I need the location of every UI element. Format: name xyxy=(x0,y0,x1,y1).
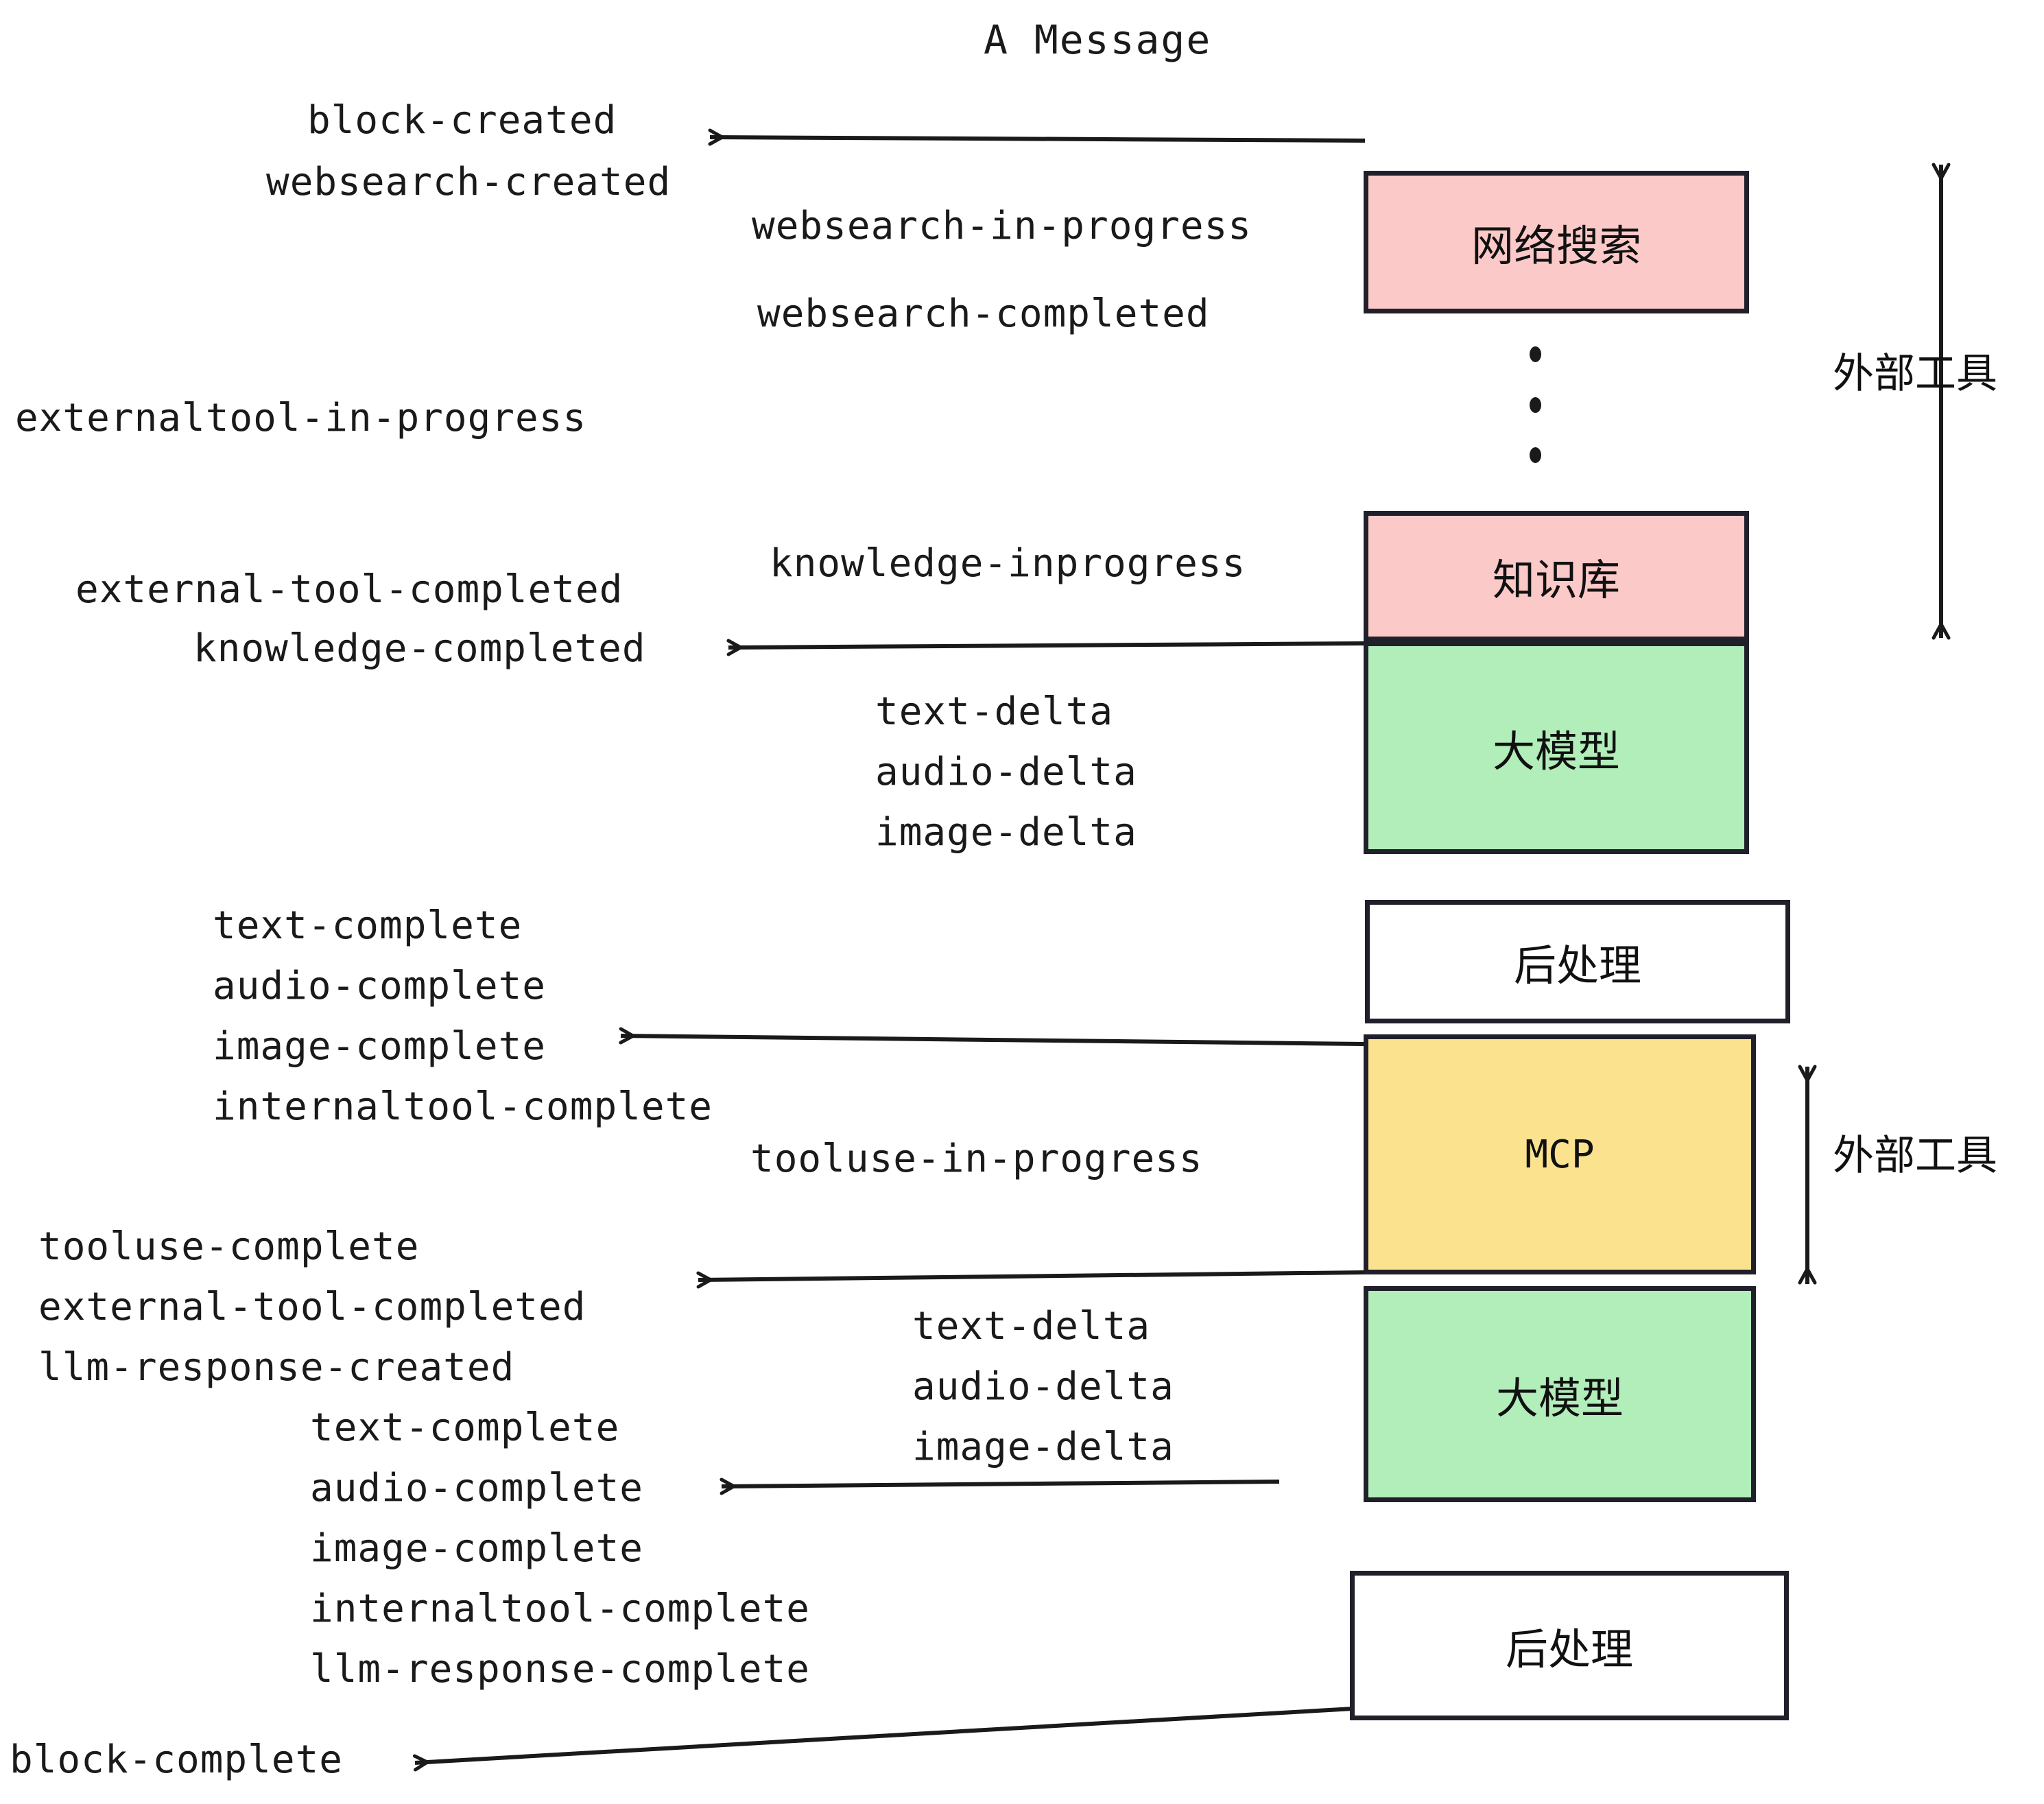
event-websearch-in-progress: websearch-in-progress xyxy=(752,204,1252,248)
event-knowledge-completed: knowledge-completed xyxy=(193,626,646,671)
diagram-title: A Message xyxy=(984,16,1212,63)
arrow-websearch-to-block-created xyxy=(708,128,1366,146)
box-llm-bottom-label: 大模型 xyxy=(1495,1373,1624,1423)
arrow-postprocess-to-block-complete xyxy=(412,1706,1366,1772)
box-knowledge: 知识库 xyxy=(1364,511,1749,641)
event-block-created: block-created xyxy=(307,98,617,143)
event-audio-complete-1: audio-complete xyxy=(213,964,547,1008)
event-text-complete-1: text-complete xyxy=(213,903,523,948)
event-image-complete-2: image-complete xyxy=(310,1526,644,1571)
event-audio-complete-2: audio-complete xyxy=(310,1466,644,1510)
box-websearch-label: 网络搜索 xyxy=(1471,221,1641,271)
event-external-tool-completed-1: external-tool-completed xyxy=(75,567,623,612)
event-internaltool-complete-2: internaltool-complete xyxy=(310,1587,811,1631)
event-internaltool-complete-1: internaltool-complete xyxy=(213,1084,713,1129)
side-label-external-tool-top: 外部工具 xyxy=(1833,350,1997,398)
event-block-complete: block-complete xyxy=(10,1737,344,1782)
event-image-delta-1: image-delta xyxy=(875,810,1137,855)
event-text-delta-2: text-delta xyxy=(912,1304,1151,1349)
arrow-llm-to-audio-complete xyxy=(720,1477,1280,1495)
box-llm-top-label: 大模型 xyxy=(1492,726,1620,776)
event-llm-response-created: llm-response-created xyxy=(38,1345,515,1390)
event-external-tool-completed-2: external-tool-completed xyxy=(38,1285,586,1329)
vertical-ellipsis xyxy=(1528,346,1542,463)
box-postprocess-bottom: 后处理 xyxy=(1350,1571,1789,1720)
event-websearch-created: websearch-created xyxy=(266,160,672,204)
box-postprocess-bottom-label: 后处理 xyxy=(1505,1624,1633,1674)
arrow-mcp-to-tooluse-complete xyxy=(696,1270,1364,1289)
box-mcp-label: MCP xyxy=(1525,1132,1595,1177)
box-websearch: 网络搜索 xyxy=(1364,171,1749,313)
box-mcp: MCP xyxy=(1364,1034,1756,1274)
side-label-external-tool-bottom: 外部工具 xyxy=(1833,1132,1997,1180)
box-llm-top: 大模型 xyxy=(1364,641,1749,854)
event-image-delta-2: image-delta xyxy=(912,1425,1174,1469)
event-externaltool-in-progress: externaltool-in-progress xyxy=(15,396,587,440)
event-tooluse-complete: tooluse-complete xyxy=(38,1224,420,1269)
box-llm-bottom: 大模型 xyxy=(1364,1286,1756,1502)
arrow-knowledge-to-completed xyxy=(726,639,1364,656)
event-audio-delta-2: audio-delta xyxy=(912,1364,1174,1409)
box-knowledge-label: 知识库 xyxy=(1492,555,1620,605)
box-postprocess-top-label: 后处理 xyxy=(1513,940,1641,990)
event-websearch-completed: websearch-completed xyxy=(757,292,1210,336)
event-audio-delta-1: audio-delta xyxy=(875,750,1137,794)
box-postprocess-top: 后处理 xyxy=(1365,900,1790,1023)
event-tooluse-in-progress: tooluse-in-progress xyxy=(750,1137,1203,1181)
arrow-postprocess-to-image-complete xyxy=(619,1027,1364,1046)
event-text-delta-1: text-delta xyxy=(875,689,1114,734)
event-knowledge-inprogress: knowledge-inprogress xyxy=(770,541,1246,586)
event-llm-response-complete: llm-response-complete xyxy=(310,1647,811,1692)
event-text-complete-2: text-complete xyxy=(310,1405,620,1450)
event-image-complete-1: image-complete xyxy=(213,1024,547,1069)
